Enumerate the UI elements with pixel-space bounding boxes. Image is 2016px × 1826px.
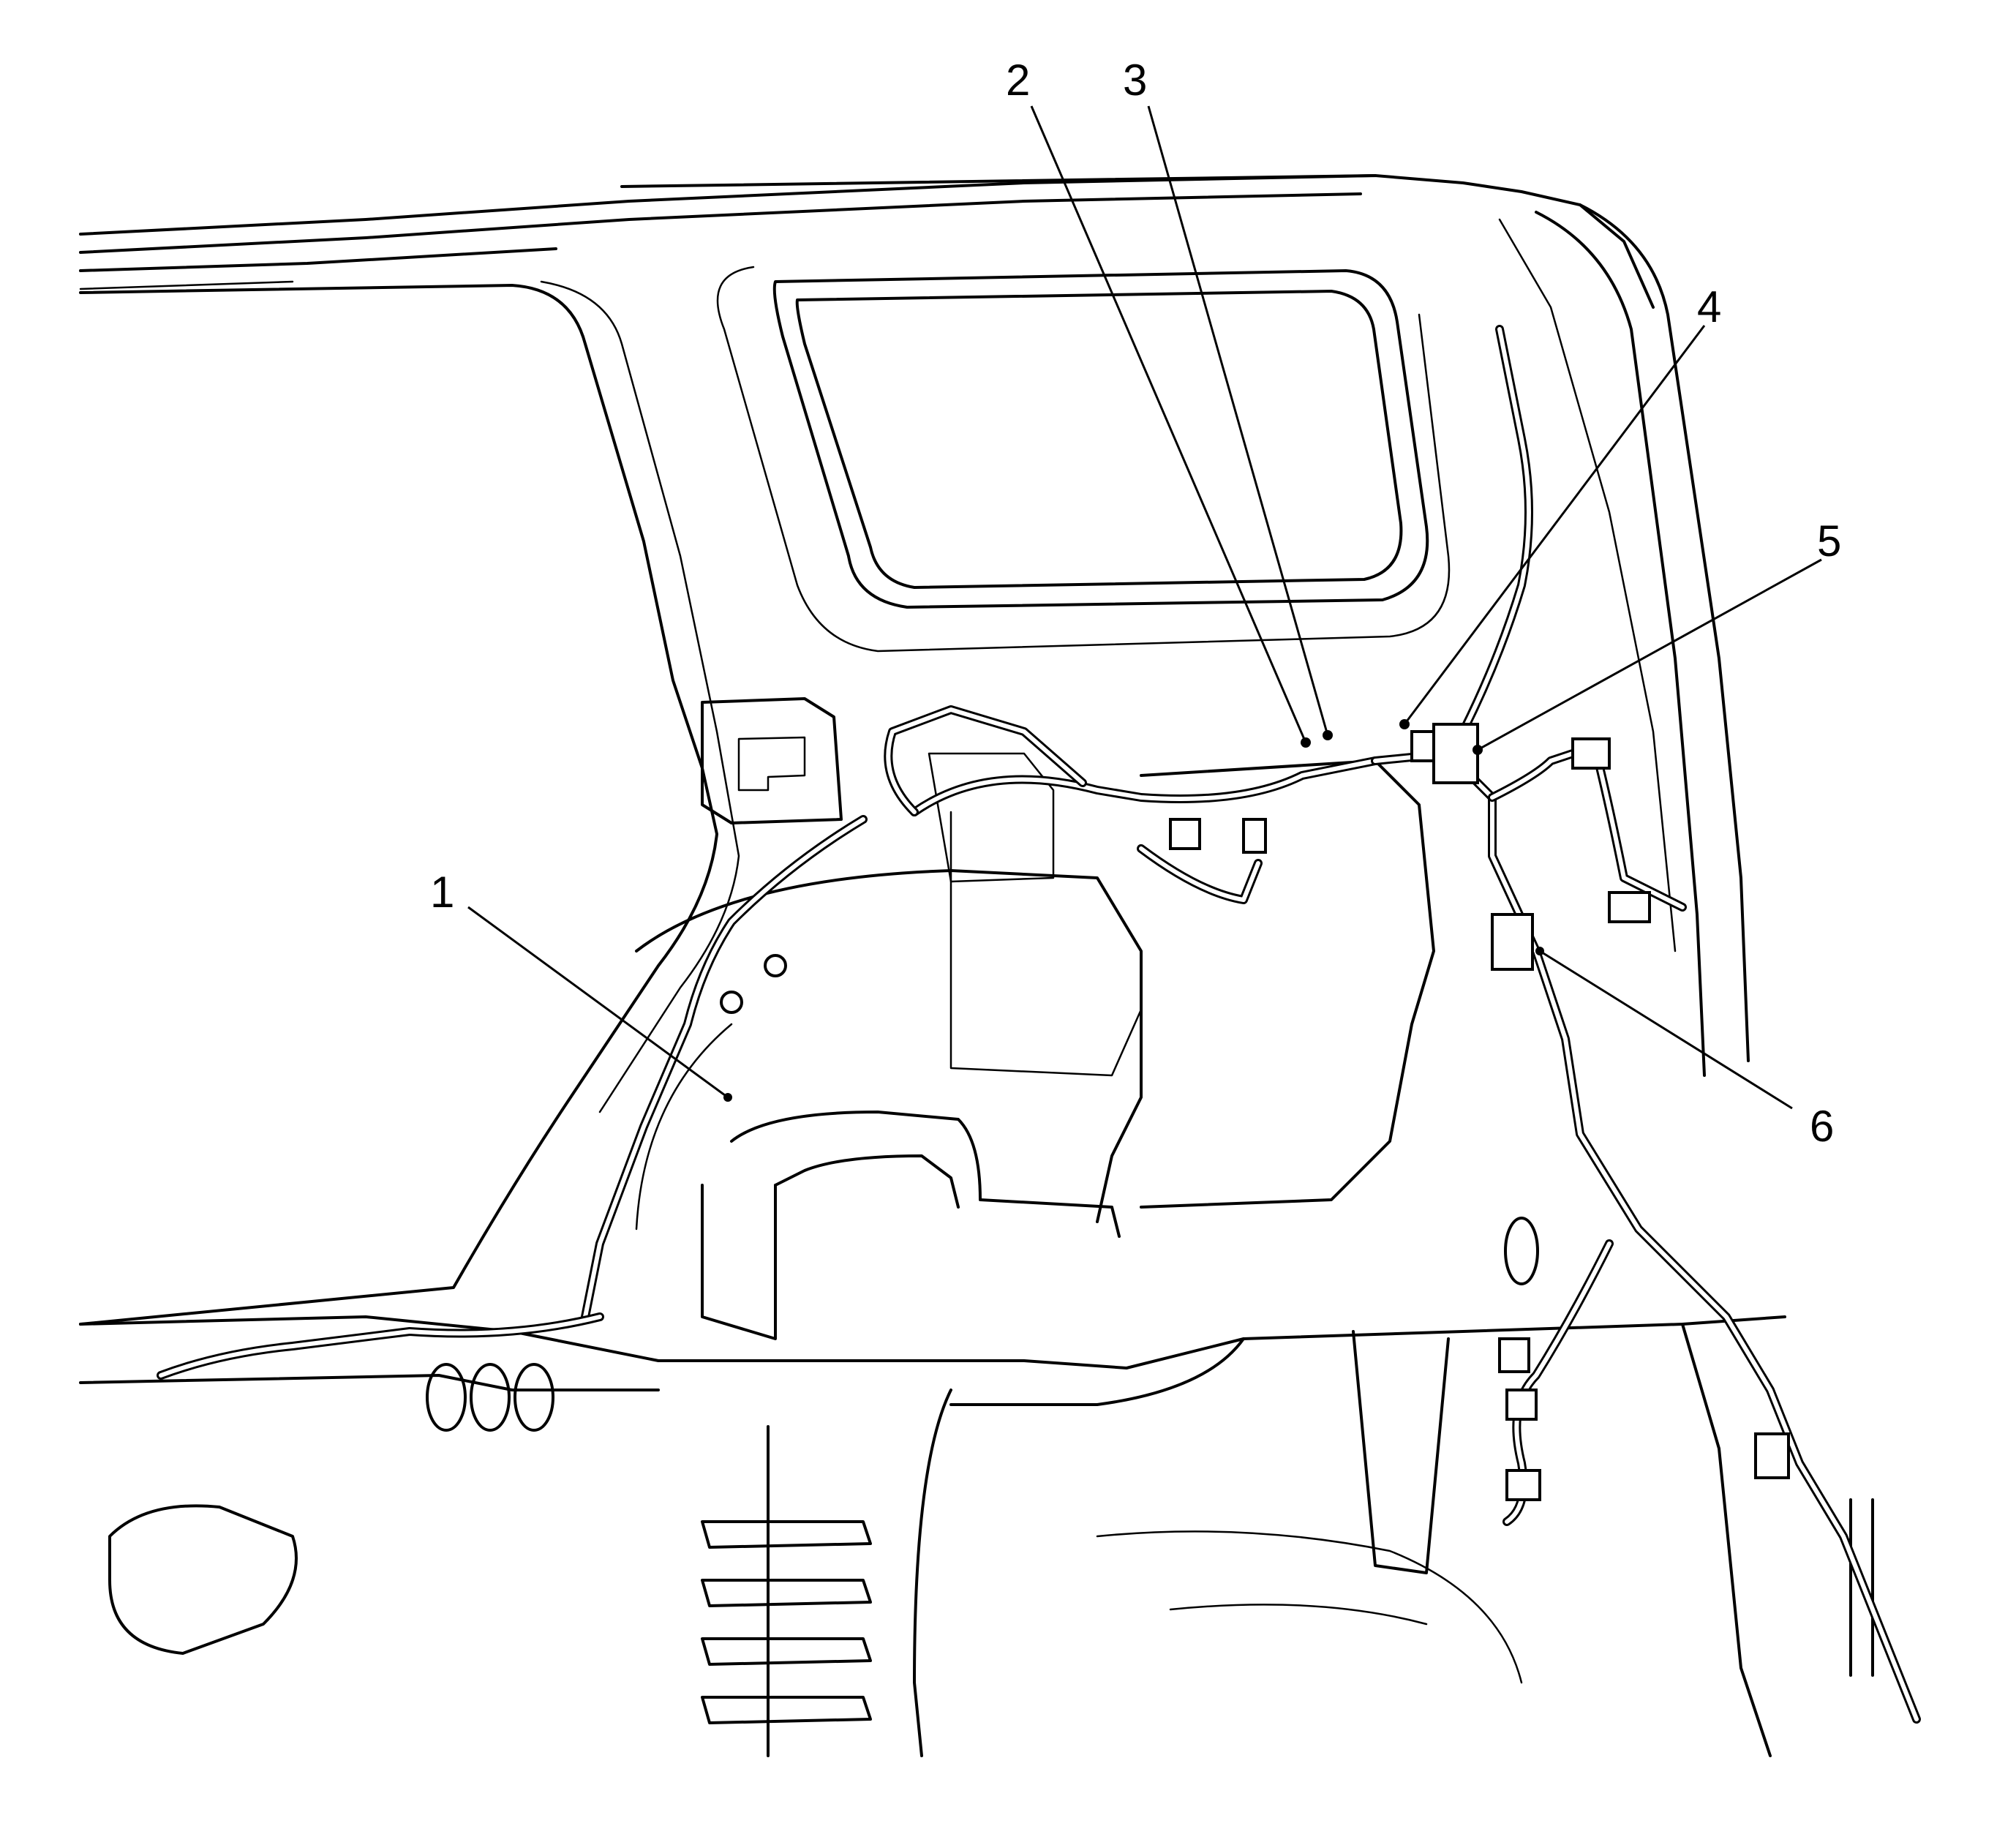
connectors	[720, 723, 1790, 1501]
leader-lines	[467, 105, 1822, 1110]
connector-c5	[1432, 723, 1479, 784]
callout-2: 2	[1006, 56, 1030, 105]
callout-1: 1	[430, 868, 454, 917]
connector-lower-2	[1505, 1389, 1538, 1421]
connector-c6	[1491, 913, 1534, 971]
clip-1	[720, 991, 743, 1014]
clip-2	[764, 954, 787, 977]
leader-2	[1030, 105, 1307, 743]
callout-5: 5	[1817, 516, 1841, 566]
callout-4: 4	[1697, 282, 1721, 331]
connector-right-1	[1571, 737, 1611, 770]
callout-3: 3	[1123, 56, 1147, 105]
connector-right-lower	[1754, 1432, 1790, 1479]
callout-6: 6	[1810, 1102, 1834, 1151]
callout-labels: 1 2 3 4 5 6	[430, 56, 1841, 1151]
leader-5	[1477, 558, 1822, 751]
leader-1	[467, 906, 729, 1099]
connector-lower-3	[1505, 1469, 1541, 1501]
leader-4	[1403, 325, 1706, 725]
leader-6	[1539, 950, 1793, 1110]
wiring-harness	[157, 325, 1921, 1724]
leader-3	[1147, 105, 1329, 736]
connector-upper-left	[1169, 818, 1201, 850]
connector-right-2	[1608, 891, 1651, 923]
connector-lower-1	[1498, 1337, 1530, 1373]
vehicle-body	[79, 174, 1874, 1757]
connector-upper-center	[1242, 818, 1267, 854]
